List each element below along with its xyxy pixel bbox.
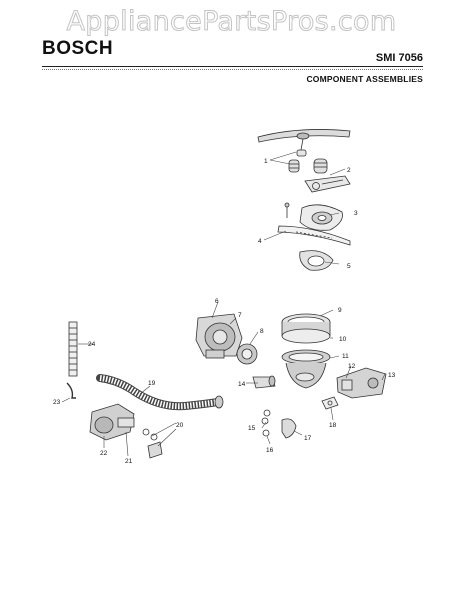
page-subtitle: COMPONENT ASSEMBLIES [306, 74, 423, 84]
hub-bearing-drawing [288, 149, 328, 174]
callout-9: 9 [338, 307, 342, 314]
callout-10: 10 [339, 336, 347, 343]
fill-valve-drawing [89, 403, 163, 459]
callout-6: 6 [215, 298, 219, 305]
callout-7: 7 [238, 312, 242, 319]
hose-clip-drawing [66, 382, 76, 399]
callout-17: 17 [304, 435, 312, 442]
gasket-plate-drawing [277, 225, 351, 246]
callout-1: 1 [264, 158, 268, 165]
callout-24: 24 [88, 341, 96, 348]
callout-3: 3 [354, 210, 358, 217]
callout-13: 13 [388, 372, 396, 379]
callout-16: 16 [266, 447, 274, 454]
leader-lines [61, 151, 386, 457]
seal-ring-drawing [299, 250, 334, 271]
brand-logo: BOSCH [42, 38, 114, 59]
small-elbow-drawing [261, 409, 297, 439]
filter-housing-drawing [284, 202, 343, 231]
header-rule [42, 66, 423, 70]
sump-rings-drawing [281, 313, 331, 389]
callout-20: 20 [176, 422, 184, 429]
callout-8: 8 [260, 328, 264, 335]
bracket-drawing [304, 175, 351, 193]
callout-15: 15 [248, 425, 256, 432]
spray-arm-drawing [257, 129, 351, 151]
hose-strap-drawing [68, 321, 78, 377]
callout-22: 22 [100, 450, 108, 457]
callout-18: 18 [329, 422, 337, 429]
callout-5: 5 [347, 263, 351, 270]
pump-motor-drawing [195, 313, 243, 359]
corrugated-hose-drawing [96, 374, 224, 411]
diverter-valve-drawing [336, 367, 387, 399]
callout-2: 2 [347, 167, 351, 174]
watermark-text: AppliancePartsPros.com [66, 6, 397, 38]
callout-numbers: 1 2 3 4 5 6 7 8 9 10 11 12 13 14 15 16 1… [53, 158, 396, 465]
callout-19: 19 [148, 380, 156, 387]
motor-seal-drawing [236, 343, 258, 365]
callout-23: 23 [53, 399, 61, 406]
callout-11: 11 [342, 353, 349, 360]
model-number: SMI 7056 [375, 52, 423, 64]
flat-gasket-drawing [321, 396, 339, 410]
callout-4: 4 [258, 238, 262, 245]
callout-12: 12 [348, 363, 356, 370]
short-hose-drawing [252, 375, 276, 389]
callout-21: 21 [125, 458, 133, 465]
callout-14: 14 [238, 381, 246, 388]
